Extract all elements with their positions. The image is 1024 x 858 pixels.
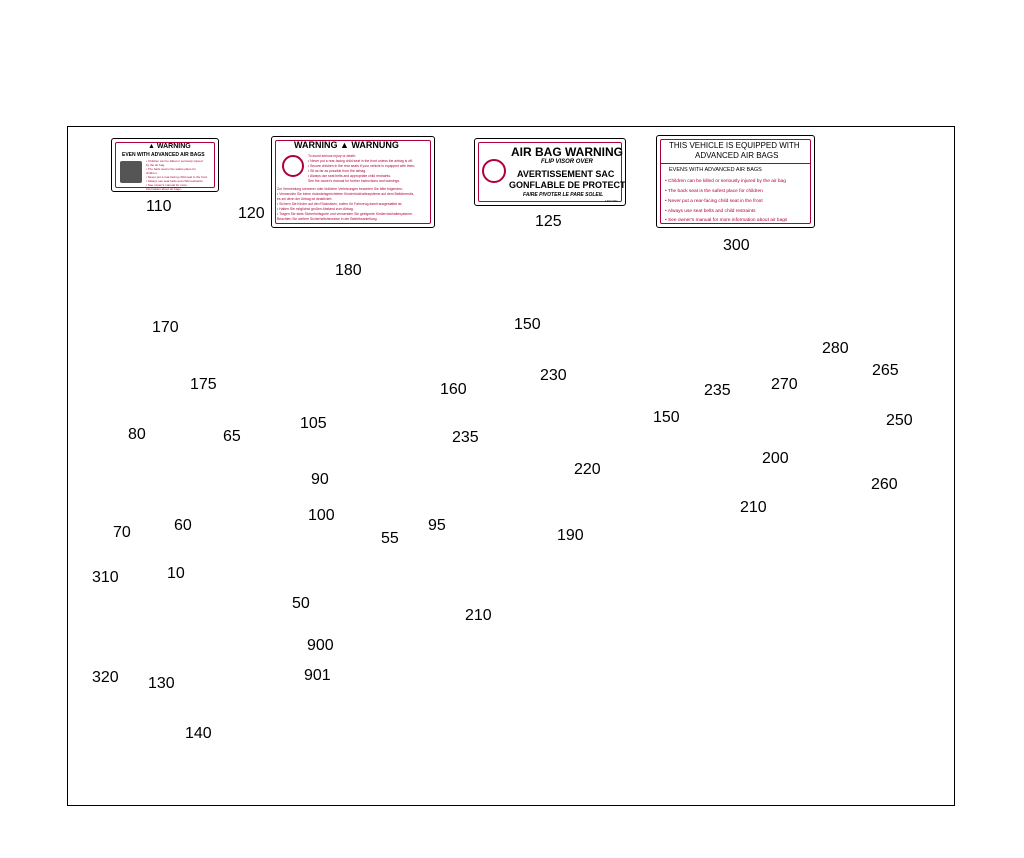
- decal-300-divider: [661, 163, 810, 164]
- label-80: 80: [128, 426, 146, 443]
- label-175: 175: [190, 376, 217, 393]
- label-235b: 235: [704, 382, 731, 399]
- decal-300-line-3: • Never put a rear-facing child seat in …: [665, 199, 763, 204]
- label-265: 265: [872, 362, 899, 379]
- decal-120-en-1: To avoid serious injury or death:: [308, 154, 356, 158]
- label-250: 250: [886, 412, 913, 429]
- decal-110-line-8: information about air bags.: [146, 187, 182, 191]
- label-70: 70: [113, 524, 131, 541]
- decal-300-line-1: • Children can be killed or seriously in…: [665, 179, 786, 184]
- label-170: 170: [152, 319, 179, 336]
- label-55: 55: [381, 530, 399, 547]
- label-901: 901: [304, 667, 331, 684]
- label-270: 270: [771, 376, 798, 393]
- label-160: 160: [440, 381, 467, 398]
- label-900: 900: [307, 637, 334, 654]
- decal-300-title-1: THIS VEHICLE IS EQUIPPED WITH: [669, 141, 800, 150]
- decal-120-de-7: Beachten Sie weitere Sicherheitshinweise…: [277, 217, 378, 221]
- decal-120-de-5: • Halten Sie möglichst großen Abstand zu…: [277, 207, 354, 211]
- decal-120-en-2: • Never put a rear-facing child seat in …: [308, 159, 413, 163]
- decal-110-line-3: • The back seat is the safest place for: [146, 167, 196, 171]
- label-95: 95: [428, 517, 446, 534]
- decal-300: THIS VEHICLE IS EQUIPPED WITH ADVANCED A…: [656, 135, 815, 228]
- decal-120-de-1: Zur Vermeidung schwerer oder tödlicher V…: [277, 187, 403, 191]
- decal-110-line-4: children.: [146, 171, 158, 175]
- decal-120-en-5: • Always use seat belts and appropriate …: [308, 174, 391, 178]
- label-180: 180: [335, 262, 362, 279]
- decal-110-line-7: • See owner's manual for more: [146, 183, 187, 187]
- label-210b: 210: [740, 499, 767, 516]
- label-300: 300: [723, 237, 750, 254]
- decal-110-line-2: by the air bag.: [146, 163, 166, 167]
- label-150b: 150: [653, 409, 680, 426]
- label-140: 140: [185, 725, 212, 742]
- label-150a: 150: [514, 316, 541, 333]
- label-50: 50: [292, 595, 310, 612]
- decal-300-line-2: • The back seat is the safest place for …: [665, 189, 763, 194]
- decal-125: AIR BAG WARNING FLIP VISOR OVER AVERTISS…: [474, 138, 626, 206]
- decal-110-line-6: • Always use seat belts and child restra…: [146, 179, 204, 183]
- no-child-seat-icon: [482, 159, 506, 183]
- label-105: 105: [300, 415, 327, 432]
- decal-110-header: ▲ WARNING: [148, 143, 191, 150]
- decal-110-line-5: • Never put a rear-facing child seat in …: [146, 175, 208, 179]
- label-110: 110: [146, 198, 172, 215]
- decal-120-de-3: es sei denn der Airbag ist deaktiviert.: [277, 197, 333, 201]
- decal-120-en-4: • Sit as far as possible from the airbag…: [308, 169, 367, 173]
- decal-120-de-6: • Tragen Sie stets Sicherheitsgurte und …: [277, 212, 413, 216]
- decal-125-fr-2: GONFLABLE DE PROTECTION: [509, 180, 626, 190]
- label-120: 120: [238, 205, 265, 222]
- decal-120-de-4: • Sichern Sie Kinder auf den Rücksitzen,…: [277, 202, 403, 206]
- decal-120-header: WARNING ▲ WARNUNG: [294, 140, 399, 150]
- label-130: 130: [148, 675, 175, 692]
- diagram-frame: [67, 126, 955, 806]
- label-280: 280: [822, 340, 849, 357]
- decal-300-sub: EVENS WITH ADVANCED AIR BAGS: [669, 167, 762, 173]
- decal-120-en-6: See the owner's manual for further instr…: [308, 179, 401, 183]
- label-90: 90: [311, 471, 329, 488]
- decal-110-line-1: • Children can be killed or seriously in…: [146, 159, 203, 163]
- decal-125-subtitle: FLIP VISOR OVER: [541, 159, 593, 165]
- decal-125-fr-1: AVERTISSEMENT SAC: [517, 169, 615, 179]
- label-125: 125: [535, 213, 562, 230]
- label-190: 190: [557, 527, 584, 544]
- decal-125-code: 1307 P01: [605, 199, 618, 203]
- decal-110-pictogram: [120, 161, 142, 183]
- decal-120: WARNING ▲ WARNUNG To avoid serious injur…: [271, 136, 435, 228]
- label-320: 320: [92, 669, 119, 686]
- decal-120-en-3: • Secure children in the rear seats if y…: [308, 164, 416, 168]
- decal-110: ▲ WARNING EVEN WITH ADVANCED AIR BAGS • …: [111, 138, 219, 192]
- label-310: 310: [92, 569, 119, 586]
- decal-110-sub: EVEN WITH ADVANCED AIR BAGS: [122, 152, 205, 158]
- label-220: 220: [574, 461, 601, 478]
- decal-300-line-5: • See owner's manual for more informatio…: [665, 218, 788, 223]
- decal-300-line-4: • Always use seat belts and child restra…: [665, 209, 756, 214]
- label-100: 100: [308, 507, 335, 524]
- decal-300-title-2: ADVANCED AIR BAGS: [695, 151, 779, 160]
- label-230: 230: [540, 367, 567, 384]
- label-260: 260: [871, 476, 898, 493]
- label-65: 65: [223, 428, 241, 445]
- no-child-seat-icon: [282, 155, 304, 177]
- label-60: 60: [174, 517, 192, 534]
- decal-125-fr-sub: FAIRE PIVOTER LE PARE SOLEIL: [523, 192, 604, 198]
- label-210a: 210: [465, 607, 492, 624]
- decal-120-de-2: • Verwenden Sie keine rückwärtsgerichtet…: [277, 192, 415, 196]
- label-10: 10: [167, 565, 185, 582]
- label-200: 200: [762, 450, 789, 467]
- label-235a: 235: [452, 429, 479, 446]
- decal-125-title: AIR BAG WARNING: [511, 145, 623, 159]
